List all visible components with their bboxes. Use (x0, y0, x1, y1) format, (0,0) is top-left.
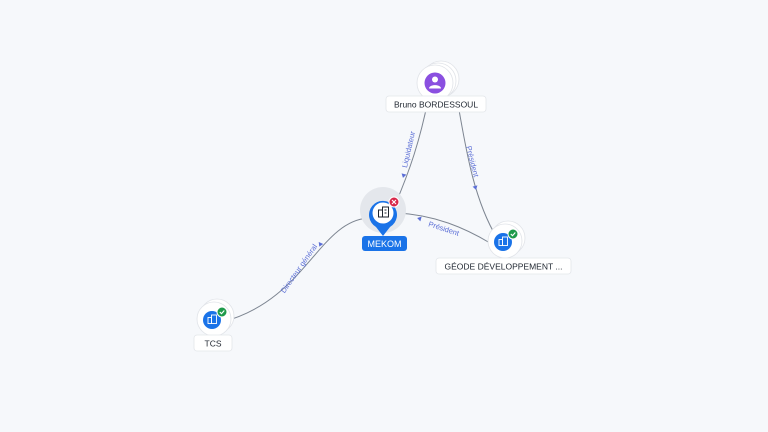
node-company-geode[interactable]: GÉODE DÉVELOPPEMENT ... (435, 220, 572, 275)
edge-arrow (401, 173, 407, 178)
node-company-tcs[interactable]: TCS (193, 298, 235, 352)
edge-geode-mekom[interactable]: Président (397, 212, 491, 244)
node-label-mekom: MEKOM (367, 239, 401, 249)
person-icon (429, 76, 441, 89)
edge-mekom-tcs[interactable]: Directeur général (221, 217, 369, 323)
edge-label-president-1: Président (464, 145, 481, 179)
building-icon (207, 314, 217, 324)
node-company-mekom[interactable]: MEKOM (360, 187, 407, 251)
node-label-geode: GÉODE DÉVELOPPEMENT ... (445, 262, 563, 272)
node-label-box-selected (362, 236, 407, 251)
edge-label-directeur-general: Directeur général (279, 242, 320, 295)
active-check-icon (507, 228, 519, 240)
node-label-bruno: Bruno BORDESSOUL (394, 100, 478, 110)
active-check-icon (216, 306, 228, 318)
edge-label-liquidateur: Liquidateur (400, 130, 417, 169)
edge-arrow (318, 241, 324, 247)
building-icon (378, 206, 389, 218)
building-icon (498, 236, 508, 246)
edge-arrow (472, 185, 478, 190)
edge-bruno-mekom[interactable]: Liquidateur (394, 99, 429, 206)
node-label-box (385, 95, 487, 113)
person-icon-badge (424, 72, 446, 94)
edge-bruno-geode[interactable]: Président (457, 103, 498, 239)
edge-arrow (417, 216, 422, 222)
edges: Liquidateur Président Président Directeu… (221, 99, 498, 323)
node-label-box (435, 257, 572, 275)
node-person-bruno[interactable]: Bruno BORDESSOUL (385, 60, 487, 113)
node-label-tcs: TCS (205, 339, 222, 349)
node-label-box (193, 334, 233, 352)
